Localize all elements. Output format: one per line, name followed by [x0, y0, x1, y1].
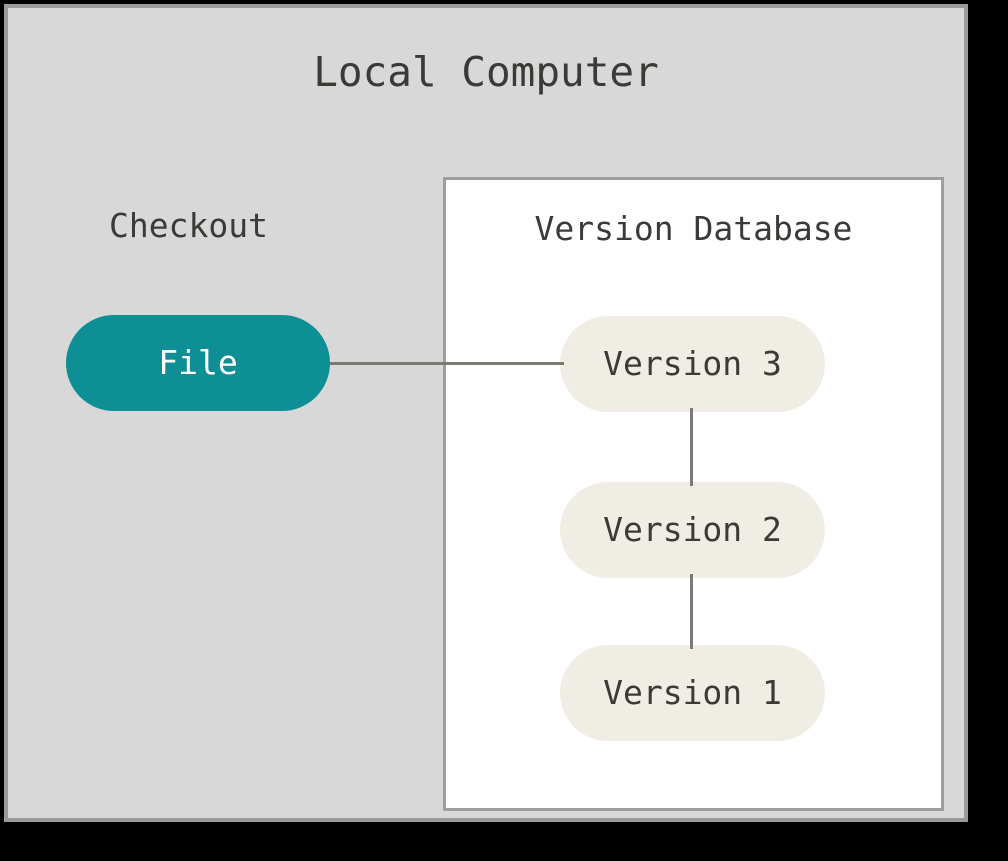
- version-3-node-label: Version 3: [603, 344, 782, 383]
- local-computer-title: Local Computer: [313, 48, 659, 96]
- edge-version-2-to-version-1: [690, 574, 693, 649]
- version-2-node[interactable]: Version 2: [560, 482, 825, 578]
- version-2-node-label: Version 2: [603, 510, 782, 549]
- edge-file-to-version-3: [330, 362, 564, 365]
- file-node-label: File: [158, 343, 238, 382]
- local-computer-cluster: Local Computer Checkout File Version Dat…: [4, 4, 968, 822]
- version-database-title: Version Database: [534, 209, 853, 248]
- checkout-label: Checkout: [109, 206, 268, 245]
- version-3-node[interactable]: Version 3: [560, 316, 825, 412]
- version-1-node[interactable]: Version 1: [560, 645, 825, 741]
- version-1-node-label: Version 1: [603, 673, 782, 712]
- edge-version-3-to-version-2: [690, 408, 693, 486]
- file-node[interactable]: File: [66, 315, 330, 411]
